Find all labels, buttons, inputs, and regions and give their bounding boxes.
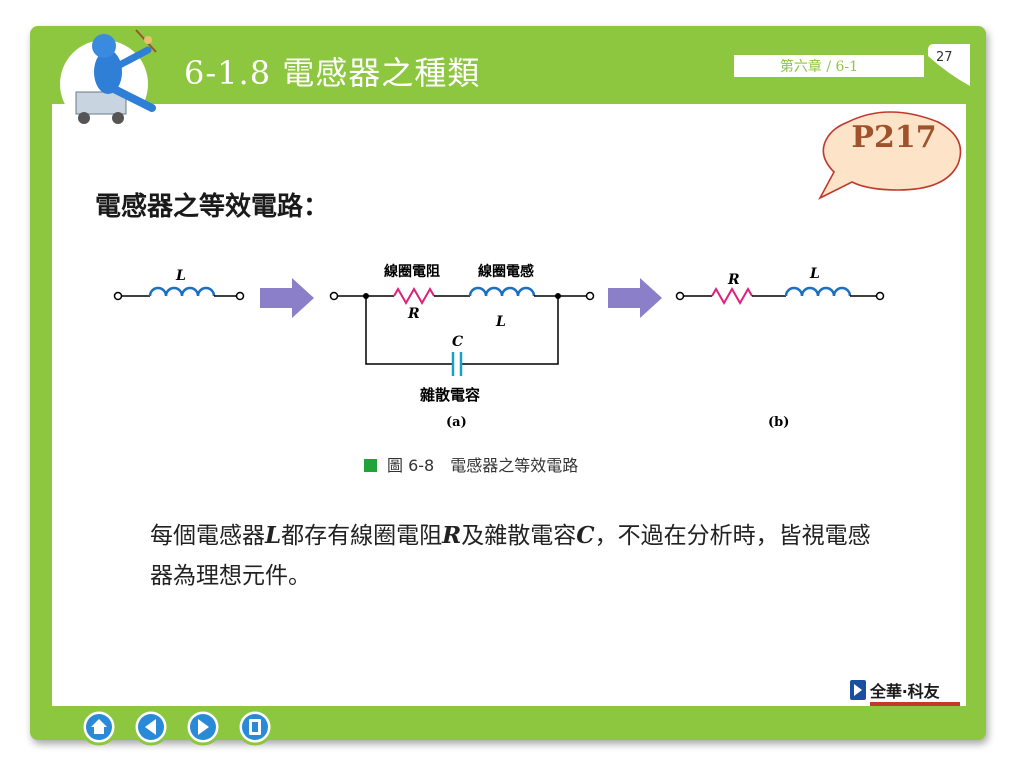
body-var-c: C bbox=[576, 522, 595, 549]
coil-inductance-label: 線圈電感 bbox=[478, 263, 534, 280]
section-heading: 電感器之等效電路： bbox=[95, 192, 330, 222]
resistor-label-r2: R bbox=[727, 272, 740, 288]
publisher-name: 全華‧科友 bbox=[869, 682, 941, 701]
caption-text: 圖 6-8 電感器之等效電路 bbox=[387, 456, 579, 475]
publisher-logo: 全華‧科友 bbox=[850, 680, 960, 706]
next-icon bbox=[198, 719, 209, 735]
ideal-inductor-circuit: L bbox=[113, 268, 245, 301]
figure-caption: 圖 6-8 電感器之等效電路 bbox=[364, 452, 578, 476]
body-var-l: L bbox=[265, 522, 282, 549]
page-reference-label: P217 bbox=[851, 120, 937, 155]
transform-arrow bbox=[260, 278, 314, 318]
resistor-label-r: R bbox=[407, 306, 420, 322]
home-button[interactable] bbox=[80, 708, 118, 746]
stray-capacitance-label: 雜散電容 bbox=[420, 386, 480, 404]
previous-button[interactable] bbox=[132, 708, 170, 746]
body-text-1: 每個電感器 bbox=[150, 523, 265, 549]
equivalent-circuit-figure: L 線圈電阻 線圈電感 R L C 雜散電容 (a) R bbox=[113, 263, 885, 430]
part-b-label: (b) bbox=[768, 415, 789, 430]
series-rl-circuit: R L (b) bbox=[675, 266, 885, 430]
non-ideal-inductor-circuit: 線圈電阻 線圈電感 R L C 雜散電容 (a) bbox=[329, 263, 595, 430]
transform-arrow bbox=[608, 278, 662, 318]
slide-title: 6-1.8 電感器之種類 bbox=[184, 54, 481, 92]
page-number: 27 bbox=[936, 50, 953, 65]
slide-content-area bbox=[52, 104, 966, 706]
chapter-bar bbox=[734, 55, 924, 77]
exit-button[interactable] bbox=[236, 708, 274, 746]
previous-icon bbox=[145, 719, 156, 735]
home-icon bbox=[91, 719, 107, 734]
capacitor-label-c: C bbox=[452, 334, 463, 350]
page-reference-callout bbox=[818, 111, 962, 200]
next-button[interactable] bbox=[184, 708, 222, 746]
chapter-label: 第六章 / 6-1 bbox=[779, 59, 859, 75]
body-text-3: 及雜散電容 bbox=[461, 523, 577, 549]
body-text-2: 都存有線圈電阻 bbox=[281, 523, 443, 549]
caption-marker bbox=[364, 459, 377, 472]
body-var-r: R bbox=[442, 522, 462, 549]
mascot-illustration bbox=[60, 29, 157, 128]
inductor-label-l: L bbox=[175, 268, 186, 284]
inductor-label-l2: L bbox=[495, 314, 506, 330]
inductor-label-l3: L bbox=[809, 266, 820, 282]
part-a-label: (a) bbox=[446, 415, 467, 430]
coil-resistance-label: 線圈電阻 bbox=[384, 263, 440, 280]
body-text-4: ，不過在分析時，皆視電感器為理想元件。 bbox=[150, 523, 871, 589]
page-tab bbox=[928, 44, 970, 86]
body-paragraph: 每個電感器L都存有線圈電阻R及雜散電容C，不過在分析時，皆視電感器為理想元件。 bbox=[150, 516, 880, 596]
